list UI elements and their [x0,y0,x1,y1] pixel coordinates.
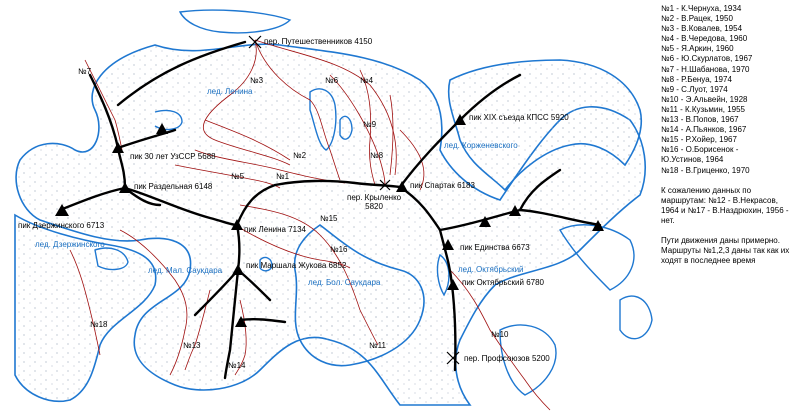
peak-lenin-icon [231,219,243,230]
legend-row: №18 - В.Гриценко, 1970 [661,165,750,175]
legend-row: №3 - В.Ковалев, 1954 [661,24,743,34]
ridge-north-ne [116,128,177,150]
legend-row: №1 - К.Чернуха, 1934 [661,4,742,13]
route-label-15: №15 [320,214,338,223]
peak-edinstvo-icon [442,239,454,250]
legend-row: №15 - Р.Хойер, 1967 [661,135,737,145]
peak-label-zhukov: пик Маршала Жукова 6852 [246,261,347,270]
peak-zhukov-w-icon [235,316,247,327]
ridge-edinstvo [438,228,454,287]
glacier-label-korzhenevsky: лед. Корженевского [444,141,518,150]
peak-east-3-icon [592,220,604,231]
legend-row: №7 - Н.Шабанова, 1970 [661,64,750,74]
peak-label-lenin: пик Ленина 7134 [244,225,306,234]
legend-row: №10 - Э.Альвейн, 1928 [661,94,748,104]
legend-row: №4 - В.Чередова, 1960 [661,34,748,44]
route-label-1: №1 [276,172,290,181]
peak-xix-icon [454,114,466,125]
peak-spartak-icon [396,181,408,192]
route-label-4: №4 [360,76,374,85]
route-label-13: №13 [183,341,201,350]
route-label-11: №11 [369,341,386,350]
glacier-label-oktyabrsky: лед. Октябрьский [458,265,524,274]
ridge-main-west [58,186,239,227]
legend-row: №2 - В.Рацек, 1950 [661,14,733,24]
glacier-lenin [15,43,646,406]
peak-label-razdelnaya: пик Раздельная 6148 [134,182,213,191]
route-label-8: №8 [370,151,384,160]
pass-markers [248,35,460,365]
glacier-label-dzerzhinsky: лед. Дзержинского [35,240,105,249]
legend-row: №6 - Ю.Скурлатов, 1967 [661,54,753,64]
route-label-3: №3 [250,76,264,85]
peak-razdelnaya-icon [119,182,131,193]
route-label-5: №5 [231,172,245,181]
legend-row: №5 - Я.Аркин, 1960 [661,44,734,54]
glacier-areas [14,43,646,406]
route-label-2: №2 [293,151,307,160]
pass-label-profsoyuzov: пер. Профсоюзов 5200 [464,354,550,363]
legend-row: №13 - В.Попов, 1967 [661,115,739,125]
legend-note-approx: Пути движения даны примерно. Маршруты №1… [661,235,790,266]
peak-dzerzhinsky-icon [55,204,69,216]
route-label-14: №14 [228,361,246,370]
peak-label-xix: пик XIX съезда КПСС 5920 [469,113,569,122]
route-label-7: №7 [78,67,92,76]
pass-label-puteshestvennikov: пер. Путешественников 4150 [264,37,373,46]
legend-note-missing: К сожалению данных по маршрутам: №12 - В… [661,185,789,225]
peak-markers [55,114,604,327]
pass-puteshestvennikov-icon [248,35,262,49]
legend-row: №9 - С.Луот, 1974 [661,84,728,94]
peak-oktyabrsky-icon [447,279,459,290]
route-label-10: №10 [491,330,509,339]
ridge-lenin-spartak [235,179,402,227]
ridge-north-curve [116,40,247,107]
peak-label-30-let: пик 30 лет УзССР 5688 [130,152,216,161]
glacier-dzerzhinsky [14,213,157,402]
route-label-9: №9 [363,120,377,129]
peak-east-2-icon [509,205,521,216]
route-label-18: №18 [90,320,108,329]
routes [69,39,551,411]
legend: №1 - К.Чернуха, 1934 №2 - В.Рацек, 1950 … [661,4,797,266]
peak-label-spartak: пик Спартак 6183 [410,181,475,190]
legend-row: №14 - А.Пьянков, 1967 [661,125,747,135]
glacier-korzhenevsky [447,59,643,192]
pass-label-krylenko: пер. Крыленко 5820 [347,193,402,211]
route-label-16: №16 [330,245,348,254]
peak-label-oktyabrsky: пик Октябрьский 6780 [462,278,544,287]
legend-row: №8 - Р.Бенуа, 1974 [661,74,732,84]
peak-label-edinstvo: пик Единства 6673 [460,243,530,252]
pass-krylenko-icon [379,179,391,191]
legend-row: №11 - К.Кузьмин, 1955 [661,104,746,114]
glacier-bol-saukdara [293,224,425,367]
peak-east-1-icon [479,216,491,227]
route-label-6: №6 [325,76,339,85]
ridge-east-spur [518,168,562,212]
pass-profsoyuzov-icon [446,351,460,365]
legend-row: Ю.Устинов, 1964 [661,155,724,165]
ridge-zhukov-branch-se [238,317,287,324]
peak-west-arc-icon [156,123,168,134]
ridge-zhukov-south [223,268,240,380]
glacier-label-mal-saukdara: лед. Мал. Саукдара [148,266,223,275]
glacier-label-lenin: лед. Ленина [207,87,253,96]
peak-30-let-icon [112,142,124,153]
legend-row: №16 - О.Борисенок - [661,145,739,155]
glacier-details [94,9,653,396]
glacier-label-bol-saukdara: лед. Бол. Саукдара [308,278,381,287]
peak-zhukov-icon [232,264,244,275]
peak-label-dzerzhinsky: пик Дзержинского 6713 [18,221,105,230]
